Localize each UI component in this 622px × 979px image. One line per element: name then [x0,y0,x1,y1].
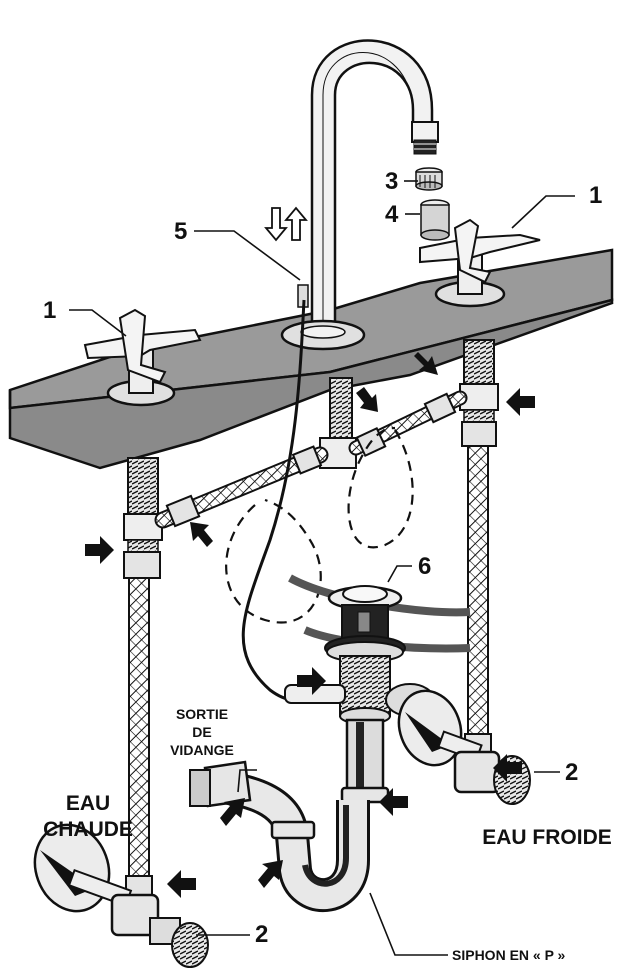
label-sortie-line2: DE [192,724,211,740]
arrow-icon [258,860,283,888]
tailpiece [340,718,390,804]
hose-loop-right-dashed [347,426,414,549]
cold-valve-shank [459,339,499,447]
label-eau-chaude-line1: EAU [66,792,110,815]
hot-valve-shank [123,457,163,579]
callout-2-bottom: 2 [255,921,268,948]
arrow-icon [190,522,213,547]
connection-arrows [85,352,535,898]
label-eau-froide: EAU FROIDE [482,826,612,849]
arrow-icon [297,667,326,695]
arrow-icon [379,788,408,816]
label-sortie-line3: VIDANGE [170,742,234,758]
aerator-body [420,199,450,241]
cold-supply-hose [464,445,492,757]
label-eau-chaude-line2: CHAUDE [43,818,133,841]
arrow-icon [506,388,535,416]
hot-shutoff-valve [33,823,209,968]
label-sortie-line1: SORTIE [176,706,228,722]
handle-right [419,218,541,308]
pop-up-rod-cable [241,299,321,702]
handle-left [83,308,202,407]
callout-6: 6 [418,553,431,580]
callout-4: 4 [385,201,399,228]
callout-1-right: 1 [589,182,602,209]
label-siphon: SIPHON EN « P » [452,947,566,963]
aerator-housing [411,121,439,143]
hot-supply-hose [125,577,153,899]
cold-shutoff-valve [397,689,531,805]
pop-up-drain [324,585,406,725]
arrow-icon [167,870,196,898]
arrow-icon [220,798,245,826]
up-down-arrows-icon [264,206,308,242]
arrow-icon [414,352,438,375]
hot-connector-hose [154,445,329,529]
arrow-icon [85,536,114,564]
arrow-icon [493,754,522,782]
hose-loop-left-dashed [225,498,322,624]
callout-3: 3 [385,168,398,195]
callout-5: 5 [174,218,187,245]
callout-2-right: 2 [565,759,578,786]
callout-1-left: 1 [43,297,56,324]
arrow-icon [356,387,378,412]
wall-drain-outlet [189,760,252,808]
aerator-screen [415,167,443,191]
leader-lines [69,180,575,956]
